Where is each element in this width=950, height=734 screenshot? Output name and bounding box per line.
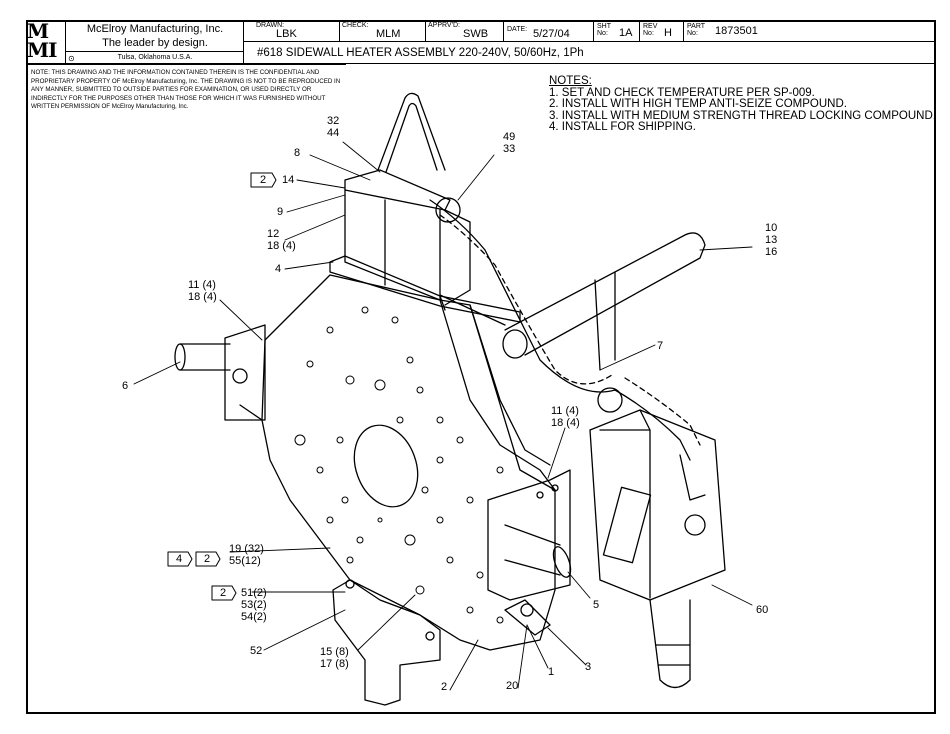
right-block [487, 469, 572, 601]
note-1: 1. SET AND CHECK TEMPERATURE PER SP-009. [549, 86, 815, 99]
callout-15-8: 15 (8) [320, 646, 349, 658]
title-block-bottom [26, 64, 346, 65]
callout-18-4-a: 18 (4) [267, 240, 296, 252]
part-label: PART No: [687, 23, 705, 37]
callout-49: 49 [503, 131, 516, 143]
confidential-note: NOTE: THIS DRAWING AND THE INFORMATION C… [31, 69, 341, 111]
callout-17-8: 17 (8) [320, 658, 349, 670]
flag-2-c [211, 585, 237, 601]
rev-cell [640, 20, 684, 42]
callout-14: 14 [282, 174, 295, 186]
check-cell [340, 20, 426, 42]
callout-19-32: 19 (32) [229, 543, 264, 555]
callout-6: 6 [122, 380, 129, 392]
callout-11-4-a: 11 (4) [188, 279, 216, 291]
callout-60: 60 [756, 604, 769, 616]
flag-4-text: 4 [176, 553, 183, 565]
note-2: 2. INSTALL WITH HIGH TEMP ANTI-SEIZE COM… [549, 98, 847, 110]
callout-32: 32 [327, 115, 340, 127]
sheet-value: 1A [619, 27, 633, 39]
registered-icon: ⊙ [68, 54, 75, 63]
callout-20: 20 [506, 680, 519, 692]
callout-52: 52 [250, 645, 263, 657]
drawing-title: #618 SIDEWALL HEATER ASSEMBLY 220-240V, … [257, 47, 584, 59]
apprvd-label: APPRV'D: [428, 22, 460, 29]
flag-2-a [250, 172, 277, 188]
rev-label: REV No: [643, 23, 658, 37]
flag-2-c-text: 2 [220, 587, 227, 599]
rev-value: H [664, 27, 672, 39]
part-cell [684, 20, 936, 42]
drawing-border [26, 20, 936, 714]
callout-44: 44 [327, 127, 340, 139]
bottom-bracket [332, 579, 551, 706]
sheet-label: SHT No: [597, 23, 611, 37]
flag-2-b [195, 551, 221, 567]
callout-16: 16 [765, 246, 778, 258]
control-box [589, 409, 726, 689]
callout-55-12: 55(12) [229, 555, 261, 567]
callout-13: 13 [765, 234, 778, 246]
callout-4: 4 [275, 263, 282, 275]
note-4: 4. INSTALL FOR SHIPPING. [549, 121, 696, 133]
heater-plate [239, 274, 556, 651]
callout-12: 12 [267, 228, 280, 240]
plate-holes [294, 306, 504, 624]
callout-2: 2 [441, 681, 448, 693]
callout-18-4-b: 18 (4) [188, 291, 217, 303]
notes-heading: NOTES: [549, 75, 592, 87]
callout-1: 1 [548, 666, 555, 678]
note-flags [167, 172, 277, 601]
apprvd-value: SWB [463, 28, 489, 40]
lifting-handle [377, 92, 446, 173]
sheet-cell [594, 20, 640, 42]
date-label: DATE: [507, 26, 528, 33]
title-cell [244, 42, 936, 64]
callout-11-4-b: 11 (4) [551, 405, 579, 417]
company-location: Tulsa, Oklahoma U.S.A. [117, 54, 193, 61]
callout-8: 8 [294, 147, 301, 159]
company-slogan: The leader by design. [102, 37, 208, 49]
callout-51-2: 51(2) [241, 587, 267, 599]
company-divider [66, 51, 244, 52]
apprvd-cell [426, 20, 504, 42]
callout-10: 10 [765, 222, 778, 234]
top-housing [329, 169, 521, 323]
check-label: CHECK: [342, 22, 369, 29]
drawn-value: LBK [276, 28, 297, 40]
company-cell [66, 20, 244, 64]
date-value: 5/27/04 [533, 28, 570, 40]
company-name: McElroy Manufacturing, Inc. [86, 23, 224, 35]
drawn-cell [244, 20, 340, 42]
flag-4 [167, 551, 193, 567]
logo-text: MMI [27, 19, 58, 62]
part-value: 1873501 [715, 25, 758, 37]
callout-33: 33 [503, 143, 516, 155]
flag-2-b-text: 2 [204, 553, 211, 565]
callout-9: 9 [277, 206, 284, 218]
callout-3: 3 [585, 661, 592, 673]
callout-54-2: 54(2) [241, 611, 267, 623]
callout-5: 5 [593, 599, 600, 611]
callout-7: 7 [657, 340, 664, 352]
leader-lines [133, 141, 753, 691]
date-cell [504, 20, 594, 42]
flag-2-a-text: 2 [260, 174, 267, 186]
drawn-label: DRAWN: [256, 22, 285, 29]
control-tube [439, 232, 706, 371]
left-shaft [174, 324, 266, 421]
check-value: MLM [376, 28, 401, 40]
notes-block: NOTES: 1. SET AND CHECK TEMPERATURE PER … [549, 75, 936, 134]
callout-53-2: 53(2) [241, 599, 267, 611]
note-3: 3. INSTALL WITH MEDIUM STRENGTH THREAD L… [549, 109, 936, 122]
mmi-logo: MMI [26, 20, 66, 64]
callout-18-4-c: 18 (4) [551, 417, 580, 429]
